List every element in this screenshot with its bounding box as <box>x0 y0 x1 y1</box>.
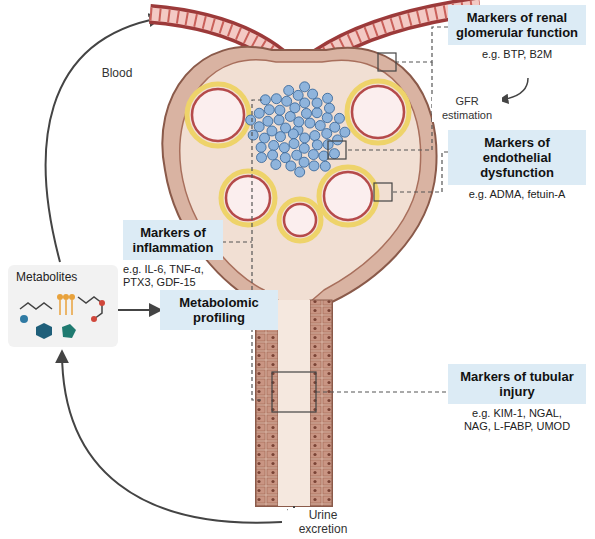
box-heading: Markers of endothelial dysfunction <box>448 130 586 185</box>
molecule-icons <box>16 289 110 341</box>
glomerulus <box>187 81 409 241</box>
flow-arrow <box>118 309 160 311</box>
gfr-arrow <box>500 78 528 100</box>
marker-examples: e.g. IL-6, TNF-α, PTX3, GDF-15 <box>123 260 227 292</box>
bowman-capsule <box>162 47 436 520</box>
leader-lines <box>222 27 448 400</box>
marker-box: Metabolomic profiling <box>160 290 278 330</box>
metabolite-panel: Metabolites <box>8 265 118 347</box>
marker-box: Markers of inflammatione.g. IL-6, TNF-α,… <box>123 220 223 292</box>
marker-examples: e.g. KIM-1, NGAL, NAG, L-FABP, UMOD <box>462 404 572 436</box>
free-label: GFR estimation <box>432 94 502 122</box>
urine-arrow <box>62 352 282 523</box>
free-label: Blood <box>92 66 142 80</box>
box-heading: Markers of inflammation <box>123 220 223 260</box>
marker-squares <box>272 53 396 412</box>
marker-box: Markers of tubular injurye.g. KIM-1, NGA… <box>448 364 586 436</box>
marker-box: Markers of endothelial dysfunctione.g. A… <box>448 130 586 204</box>
panel-title: Metabolites <box>16 270 110 284</box>
box-heading: Metabolomic profiling <box>160 290 278 330</box>
box-heading: Markers of tubular injury <box>448 364 586 404</box>
marker-box: Markers of renal glomerular functione.g.… <box>448 5 586 64</box>
marker-examples: e.g. BTP, B2M <box>448 45 586 64</box>
box-heading: Markers of renal glomerular function <box>448 5 586 45</box>
free-label: Urine excretion <box>288 508 358 536</box>
marker-examples: e.g. ADMA, fetuin-A <box>448 185 586 204</box>
